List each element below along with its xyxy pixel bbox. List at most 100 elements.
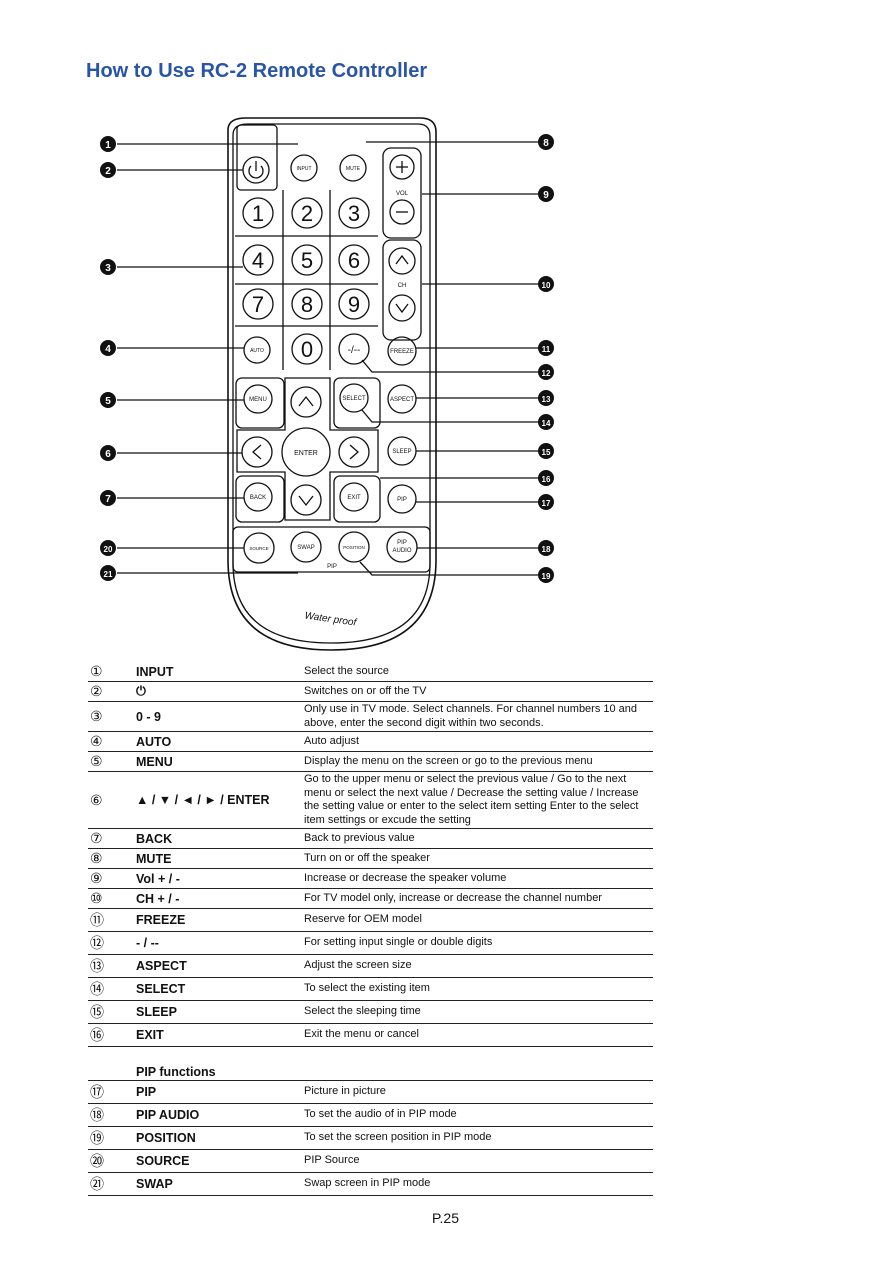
svg-text:13: 13 [542, 395, 551, 404]
svg-text:18: 18 [542, 545, 551, 554]
svg-text:19: 19 [542, 572, 551, 581]
digit-4: 4 [252, 248, 264, 273]
callout-20: 20 [100, 540, 116, 556]
key-number: ③ [88, 701, 136, 732]
key-name: ASPECT [136, 954, 304, 978]
key-name: ▲ / ▼ / ◄ / ► / ENTER [136, 771, 304, 829]
svg-text:6: 6 [105, 449, 111, 460]
key-description: Increase or decrease the speaker volume [304, 868, 653, 889]
key-name: CH + / - [136, 888, 304, 909]
digit-2: 2 [301, 201, 313, 226]
key-number: ⑪ [88, 908, 136, 932]
key-description: Switches on or off the TV [304, 681, 653, 702]
key-number: ⑳ [88, 1149, 136, 1173]
ch-label: CH [398, 283, 407, 289]
svg-text:2: 2 [105, 166, 111, 177]
key-description: Exit the menu or cancel [304, 1023, 653, 1047]
svg-text:5: 5 [105, 396, 111, 407]
callout-11: 11 [538, 340, 554, 356]
key-number: ⑮ [88, 1000, 136, 1024]
key-number: ⑨ [88, 868, 136, 889]
key-description: Picture in picture [304, 1080, 653, 1104]
svg-text:16: 16 [542, 475, 551, 484]
spacer-row [88, 1047, 653, 1062]
key-name: Vol + / - [136, 868, 304, 889]
digit-5: 5 [301, 248, 313, 273]
key-description: For TV model only, increase or decrease … [304, 888, 653, 909]
key-number: ⑯ [88, 1023, 136, 1047]
key-description: Back to previous value [304, 828, 653, 849]
key-name: SOURCE [136, 1149, 304, 1173]
enter-button-label: ENTER [294, 450, 318, 457]
key-description: For setting input single or double digit… [304, 931, 653, 955]
callout-3: 3 [100, 259, 116, 275]
exit-button-label: EXIT [347, 495, 361, 501]
svg-text:21: 21 [104, 570, 113, 579]
select-button-label: SELECT [342, 396, 366, 402]
pip-functions-heading: PIP functions [136, 1061, 653, 1081]
callout-18: 18 [538, 540, 554, 556]
callout-19: 19 [538, 567, 554, 583]
pip-audio-label-1: PIP [397, 540, 407, 546]
key-number: ⑧ [88, 848, 136, 869]
digit-8: 8 [301, 292, 313, 317]
key-description: To set the audio of in PIP mode [304, 1103, 653, 1127]
key-number: ㉑ [88, 1172, 136, 1196]
key-name: MENU [136, 751, 304, 772]
key-description: Auto adjust [304, 731, 653, 752]
key-name: INPUT [136, 662, 304, 682]
sleep-button-label: SLEEP [392, 449, 411, 455]
key-name: BACK [136, 828, 304, 849]
callout-2: 2 [100, 162, 116, 178]
key-name: - / -- [136, 931, 304, 955]
callout-13: 13 [538, 390, 554, 406]
input-button-label: INPUT [297, 166, 312, 172]
key-number: ② [88, 681, 136, 702]
key-name: POSITION [136, 1126, 304, 1150]
key-description: Select the sleeping time [304, 1000, 653, 1024]
key-number: ⑤ [88, 751, 136, 772]
key-number: ⑱ [88, 1103, 136, 1127]
key-name: 0 - 9 [136, 701, 304, 732]
key-number: ⑬ [88, 954, 136, 978]
key-description: Swap screen in PIP mode [304, 1172, 653, 1196]
key-description: Select the source [304, 662, 653, 682]
page-number: P.25 [432, 1210, 459, 1226]
callout-6: 6 [100, 445, 116, 461]
callout-14: 14 [538, 414, 554, 430]
callout-15: 15 [538, 443, 554, 459]
swap-button-label: SWAP [297, 545, 314, 551]
position-button-label: POSITION [343, 545, 365, 550]
callout-4: 4 [100, 340, 116, 356]
freeze-button-label: FREEZE [390, 349, 414, 355]
key-number: ⑫ [88, 931, 136, 955]
key-name: PIP [136, 1080, 304, 1104]
key-name: EXIT [136, 1023, 304, 1047]
key-description: Turn on or off the speaker [304, 848, 653, 869]
callout-10: 10 [538, 276, 554, 292]
pip-group-label: PIP [327, 564, 337, 570]
key-description: Adjust the screen size [304, 954, 653, 978]
callout-9: 9 [538, 186, 554, 202]
pip-heading-row: PIP functions [88, 1061, 653, 1081]
pip-audio-label-2: AUDIO [392, 548, 411, 554]
key-number: ⑩ [88, 888, 136, 909]
key-name: PIP AUDIO [136, 1103, 304, 1127]
digit-1: 1 [252, 201, 264, 226]
callout-1: 1 [100, 136, 116, 152]
